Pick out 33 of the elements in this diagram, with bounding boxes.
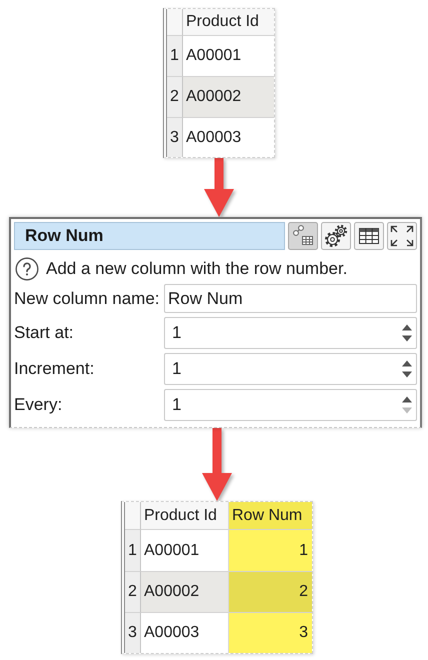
table-cell: 1 xyxy=(229,530,312,572)
row-number: 3 xyxy=(125,613,141,653)
table-cell: 3 xyxy=(229,613,312,653)
table-cell: A00002 xyxy=(141,572,229,613)
arrow xyxy=(202,428,232,501)
number-input: 1 xyxy=(164,389,417,421)
help-text: Add a new column with the row number. xyxy=(46,259,348,279)
column-header: Product Id xyxy=(141,502,229,530)
number-input: 1 xyxy=(164,353,417,385)
table-cell: A00002 xyxy=(183,77,274,118)
field-label: Every: xyxy=(14,395,64,415)
arrow xyxy=(204,158,234,217)
number-input: 1 xyxy=(164,317,417,349)
name-field: Row Num xyxy=(14,222,285,250)
column-header: Product Id xyxy=(183,9,274,36)
data-table xyxy=(121,501,313,654)
column-header: Row Num xyxy=(229,502,312,530)
text-input: Row Num xyxy=(164,284,417,313)
row-number: 2 xyxy=(125,572,141,613)
table-cell: A00003 xyxy=(183,118,274,157)
table-cell: A00003 xyxy=(141,613,229,653)
table-cell: A00001 xyxy=(183,36,274,77)
row-number: 1 xyxy=(167,36,183,77)
table-cell: A00001 xyxy=(141,530,229,572)
table-cell: 2 xyxy=(229,572,312,613)
field-label: Start at: xyxy=(14,323,75,343)
row-number: 2 xyxy=(167,77,183,118)
row-number: 1 xyxy=(125,530,141,572)
row-number: 3 xyxy=(167,118,183,157)
field-label: New column name: xyxy=(14,288,161,308)
settings-panel xyxy=(9,217,422,428)
field-label: Increment: xyxy=(14,359,96,379)
data-table xyxy=(163,8,275,158)
